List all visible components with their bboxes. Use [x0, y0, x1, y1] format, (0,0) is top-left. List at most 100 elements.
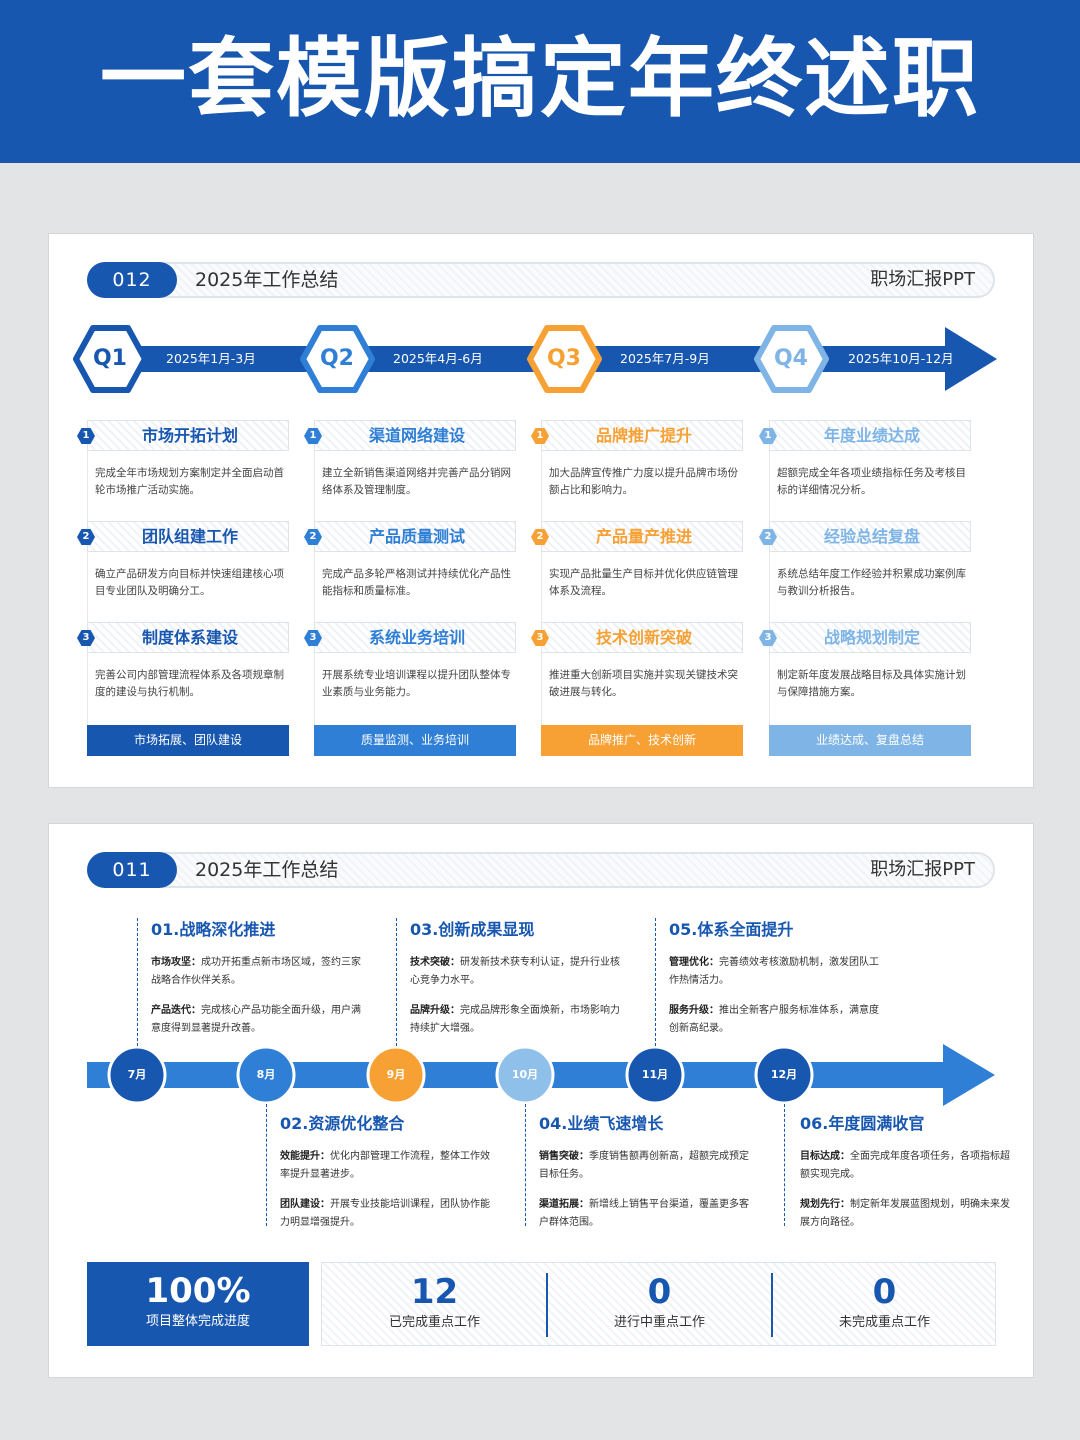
work-item-title: 产品量产推进 [541, 521, 743, 552]
hexagon-badge-icon [77, 630, 95, 646]
quarter-summary-box: 业绩达成、复盘总结 [769, 725, 971, 756]
column-guide-line [541, 420, 542, 725]
item-number-badge: 2 [530, 527, 550, 547]
hexagon-badge-icon [77, 428, 95, 444]
q3-label: Q3 [546, 346, 581, 371]
stat-divider [771, 1273, 773, 1337]
work-item-title: 品牌推广提升 [541, 420, 743, 451]
work-stats-row: 12 已完成重点工作 0 进行中重点工作 0 未完成重点工作 [321, 1262, 996, 1346]
milestone-title: 05.体系全面提升 [669, 920, 794, 939]
milestone-detail-label: 管理优化： [669, 957, 719, 968]
item-number: 2 [82, 531, 90, 542]
milestone-detail-label: 渠道拓展： [539, 1199, 589, 1210]
milestone-detail: 服务升级：推出全新客户服务标准体系，满意度创新高纪录。 [669, 1002, 884, 1038]
stat-completed-value: 12 [410, 1272, 459, 1312]
q2-label: Q2 [319, 346, 354, 371]
overall-progress-value: 100% [145, 1271, 251, 1311]
work-item-description: 超额完成全年各项业绩指标任务及考核目标的详细情况分析。 [777, 467, 966, 496]
milestone-detail-text: 优化内部管理工作流程，整体工作效率提升显著进步。 [280, 1151, 490, 1180]
q3-hexagon [527, 325, 602, 393]
stat-unfinished-label: 未完成重点工作 [838, 1315, 930, 1330]
banner-title: 一套模版搞定年终述职 [100, 29, 980, 129]
milestone-5: 05.体系全面提升管理优化：完善绩效考核激励机制，激发团队工作热情活力。服务升级… [669, 918, 884, 1038]
milestone-detail-text: 开展专业技能培训课程，团队协作能力明显增强提升。 [280, 1199, 490, 1228]
month-9-label: 9月 [386, 1068, 406, 1081]
milestone-detail: 渠道拓展：新增线上销售平台渠道，覆盖更多客户群体范围。 [539, 1196, 754, 1232]
slide-title: 2025年工作总结 [195, 269, 339, 291]
column-guide-line [87, 420, 88, 725]
milestone-title: 06.年度圆满收官 [800, 1114, 925, 1133]
work-item-description: 系统总结年度工作经验并积累成功案例库与教训分析报告。 [777, 568, 966, 597]
milestone-2: 02.资源优化整合效能提升：优化内部管理工作流程，整体工作效率提升显著进步。团队… [280, 1112, 495, 1232]
quarter-timeline-graphic [73, 325, 997, 393]
item-number: 2 [309, 531, 317, 542]
milestone-6-connector [784, 1104, 785, 1226]
hexagon-badge-icon [531, 630, 549, 646]
work-item-description: 实现产品批量生产目标并优化供应链管理体系及流程。 [549, 568, 738, 597]
hexagon-badge-icon [304, 630, 322, 646]
month-12-node [754, 1045, 814, 1105]
item-number-badge: 1 [303, 426, 323, 446]
item-number-badge: 3 [76, 628, 96, 648]
month-9-node [366, 1045, 426, 1105]
quarter-summary-box: 质量监测、业务培训 [314, 725, 516, 756]
month-11-node [625, 1045, 685, 1105]
milestone-detail: 销售突破：季度销售额再创新高，超额完成预定目标任务。 [539, 1148, 754, 1184]
milestone-detail-text: 研发新技术获专利认证，提升行业核心竞争力水平。 [410, 957, 620, 986]
item-number-badge: 3 [303, 628, 323, 648]
q3-date: 2025年7月-9月 [620, 351, 710, 366]
month-timeline-graphic [87, 1044, 995, 1106]
milestone-detail: 管理优化：完善绩效考核激励机制，激发团队工作热情活力。 [669, 954, 884, 990]
work-item-title: 产品质量测试 [314, 521, 516, 552]
work-item-title: 技术创新突破 [541, 622, 743, 653]
hexagon-badge-icon [304, 428, 322, 444]
stat-divider [546, 1273, 548, 1337]
item-number: 1 [536, 430, 544, 441]
slide-title: 2025年工作总结 [195, 859, 339, 881]
q1-label: Q1 [92, 346, 127, 371]
milestone-detail-label: 销售突破： [539, 1151, 589, 1162]
item-number: 2 [764, 531, 772, 542]
slide-number-badge: 012 [87, 262, 177, 298]
item-number-badge: 3 [530, 628, 550, 648]
work-item-description: 制定新年度发展战略目标及具体实施计划与保障措施方案。 [777, 669, 966, 698]
milestone-detail-text: 新增线上销售平台渠道，覆盖更多客户群体范围。 [539, 1199, 749, 1228]
milestone-detail-text: 制定新年发展蓝图规划，明确未来发展方向路径。 [800, 1199, 1010, 1228]
milestone-detail: 团队建设：开展专业技能培训课程，团队协作能力明显增强提升。 [280, 1196, 495, 1232]
month-10-node [495, 1045, 555, 1105]
slide-tag: 职场汇报PPT [870, 269, 975, 290]
milestone-detail-label: 服务升级： [669, 1005, 719, 1016]
item-number-badge: 1 [758, 426, 778, 446]
milestone-detail-label: 产品迭代： [151, 1005, 201, 1016]
quarter-summary-box: 品牌推广、技术创新 [541, 725, 743, 756]
overall-progress-label: 项目整体完成进度 [145, 1314, 250, 1329]
monthly-summary-slide: 011 2025年工作总结 职场汇报PPT 7月 8月 9月 10月 11月 1… [48, 823, 1034, 1378]
work-item-title: 制度体系建设 [87, 622, 289, 653]
work-item-title: 渠道网络建设 [314, 420, 516, 451]
milestone-detail-label: 市场攻坚： [151, 957, 201, 968]
milestone-detail: 品牌升级：完成品牌形象全面焕新，市场影响力持续扩大增强。 [410, 1002, 625, 1038]
milestone-6: 06.年度圆满收官目标达成：全面完成年度各项任务，各项指标超额实现完成。规划先行… [800, 1112, 1015, 1232]
work-item-description: 完成产品多轮严格测试并持续优化产品性能指标和质量标准。 [322, 568, 511, 597]
milestone-1: 01.战略深化推进市场攻坚：成功开拓重点新市场区域，签约三家战略合作伙伴关系。产… [151, 918, 366, 1038]
stat-completed-label: 已完成重点工作 [388, 1315, 480, 1330]
item-number-badge: 3 [758, 628, 778, 648]
hexagon-badge-icon [304, 529, 322, 545]
milestone-3-connector [396, 918, 397, 1046]
slide-header-bar [87, 852, 995, 888]
stat-in-progress-label: 进行中重点工作 [613, 1315, 705, 1330]
q2-hexagon [300, 325, 375, 393]
milestone-5-connector [655, 918, 656, 1046]
stat-in-progress: 0 进行中重点工作 [547, 1263, 772, 1347]
milestone-detail-label: 效能提升： [280, 1151, 330, 1162]
item-number-badge: 2 [758, 527, 778, 547]
stat-in-progress-value: 0 [647, 1272, 672, 1312]
work-item-description: 建立全新销售渠道网络并完善产品分销网络体系及管理制度。 [322, 467, 511, 496]
milestone-4: 04.业绩飞速增长销售突破：季度销售额再创新高，超额完成预定目标任务。渠道拓展：… [539, 1112, 754, 1232]
quarter-summary-box: 市场拓展、团队建设 [87, 725, 289, 756]
milestone-title: 04.业绩飞速增长 [539, 1114, 664, 1133]
item-number: 3 [309, 632, 317, 643]
q4-date: 2025年10月-12月 [848, 351, 954, 366]
milestone-detail-label: 目标达成： [800, 1151, 850, 1162]
month-7-label: 7月 [127, 1068, 147, 1081]
